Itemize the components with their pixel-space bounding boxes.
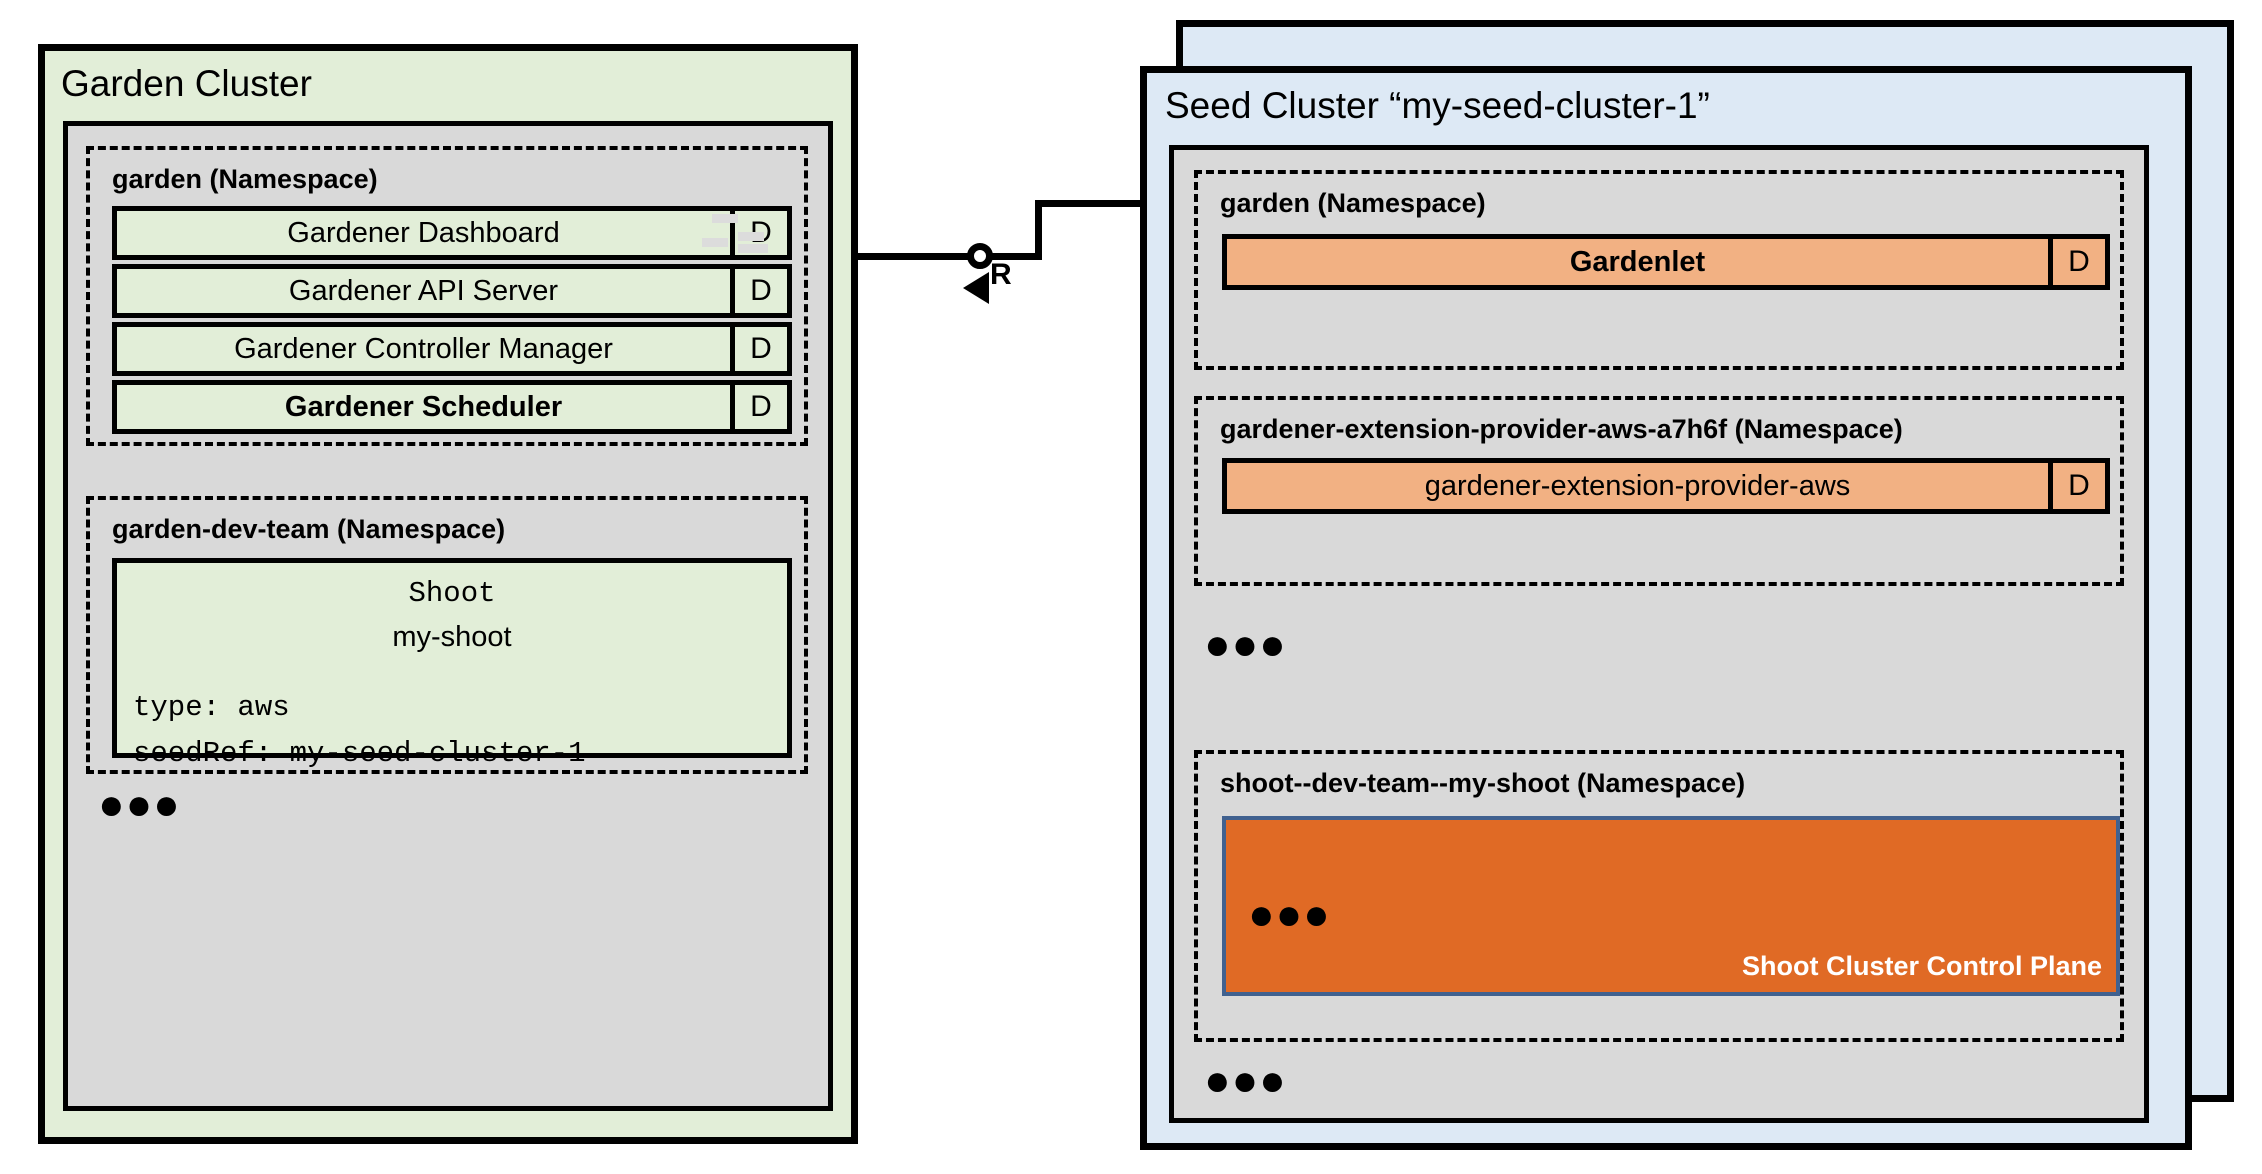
namespace-garden-dev-team-label: garden-dev-team (Namespace) (112, 514, 506, 544)
component-label: Gardener Scheduler (284, 390, 563, 423)
shoot-name-label: my-shoot (392, 621, 512, 653)
component-gardener-api-server[interactable]: Gardener API Server D (112, 264, 792, 318)
component-gardener-extension-provider-aws[interactable]: gardener-extension-provider-aws D (1222, 458, 2110, 514)
connector-segment-h1 (858, 253, 986, 260)
connector-segment-v1 (1035, 200, 1042, 260)
workload-kind-badge: D (2048, 239, 2105, 285)
namespace-shoot-dev-team-my-shoot-label: shoot--dev-team--my-shoot (Namespace) (1220, 768, 1746, 798)
workload-kind-badge: D (730, 327, 787, 371)
control-plane-more-indicator: ●●● (1248, 890, 1331, 939)
garden-cluster-inner-area: garden (Namespace) Gardener Dashboard D … (63, 121, 833, 1111)
shoot-cluster-control-plane[interactable]: ●●● Shoot Cluster Control Plane (1222, 816, 2120, 996)
connector-segment-h2 (979, 253, 1041, 260)
garden-cluster-more-indicator: ●●● (98, 780, 181, 829)
component-label: Gardenlet (1569, 245, 1706, 278)
component-label: gardener-extension-provider-aws (1424, 469, 1851, 502)
namespace-garden: garden (Namespace) Gardener Dashboard D … (86, 146, 808, 446)
namespace-seed-garden: garden (Namespace) Gardenlet D (1194, 170, 2124, 370)
namespace-garden-dev-team: garden-dev-team (Namespace) Shoot my-sho… (86, 496, 808, 774)
seed-cluster-title: Seed Cluster “my-seed-cluster-1” (1165, 85, 1710, 126)
namespace-garden-label: garden (Namespace) (112, 164, 378, 194)
garden-cluster-box: Garden Cluster garden (Namespace) Garden… (38, 44, 858, 1144)
artifact-mark-1 (712, 214, 738, 223)
shoot-spec-line-seedref: seedRef: my-seed-cluster-1 (133, 737, 586, 770)
component-gardenlet[interactable]: Gardenlet D (1222, 234, 2110, 290)
workload-kind-badge: D (2048, 463, 2105, 509)
component-gardener-controller-manager[interactable]: Gardener Controller Manager D (112, 322, 792, 376)
shoot-kind-label: Shoot (408, 577, 496, 610)
garden-cluster-title: Garden Cluster (61, 63, 312, 104)
component-label: Gardener Dashboard (287, 216, 560, 249)
shoot-resource-card[interactable]: Shoot my-shoot type: aws seedRef: my-see… (112, 558, 792, 770)
artifact-mark-3 (738, 232, 764, 241)
seed-cluster-more-indicator-bottom: ●●● (1204, 1056, 1287, 1105)
component-label: Gardener Controller Manager (234, 332, 613, 365)
component-label: Gardener API Server (288, 274, 559, 307)
artifact-mark-4 (738, 244, 768, 253)
connector-segment-h3 (1035, 200, 1210, 207)
workload-kind-badge: D (730, 385, 787, 429)
artifact-mark-2 (702, 238, 728, 247)
seed-cluster-more-indicator-middle: ●●● (1204, 620, 1287, 669)
workload-kind-badge: D (730, 269, 787, 313)
control-plane-label: Shoot Cluster Control Plane (1741, 951, 2102, 981)
seed-cluster-box: Seed Cluster “my-seed-cluster-1” garden … (1140, 66, 2192, 1150)
namespace-shoot-dev-team-my-shoot: shoot--dev-team--my-shoot (Namespace) ●●… (1194, 750, 2124, 1042)
seed-cluster-inner-area: garden (Namespace) Gardenlet D gardener-… (1169, 145, 2149, 1123)
component-gardener-dashboard[interactable]: Gardener Dashboard D (112, 206, 792, 260)
connector-arrowhead (963, 272, 989, 304)
namespace-seed-garden-label: garden (Namespace) (1220, 188, 1486, 218)
namespace-gardener-extension-provider-aws: gardener-extension-provider-aws-a7h6f (N… (1194, 396, 2124, 586)
connector-joint-circle (967, 243, 993, 269)
component-gardener-scheduler[interactable]: Gardener Scheduler D (112, 380, 792, 434)
connector-label-r: R (990, 258, 1012, 291)
namespace-gardener-extension-provider-aws-label: gardener-extension-provider-aws-a7h6f (N… (1220, 414, 1903, 444)
shoot-spec-line-type: type: aws (133, 691, 290, 724)
